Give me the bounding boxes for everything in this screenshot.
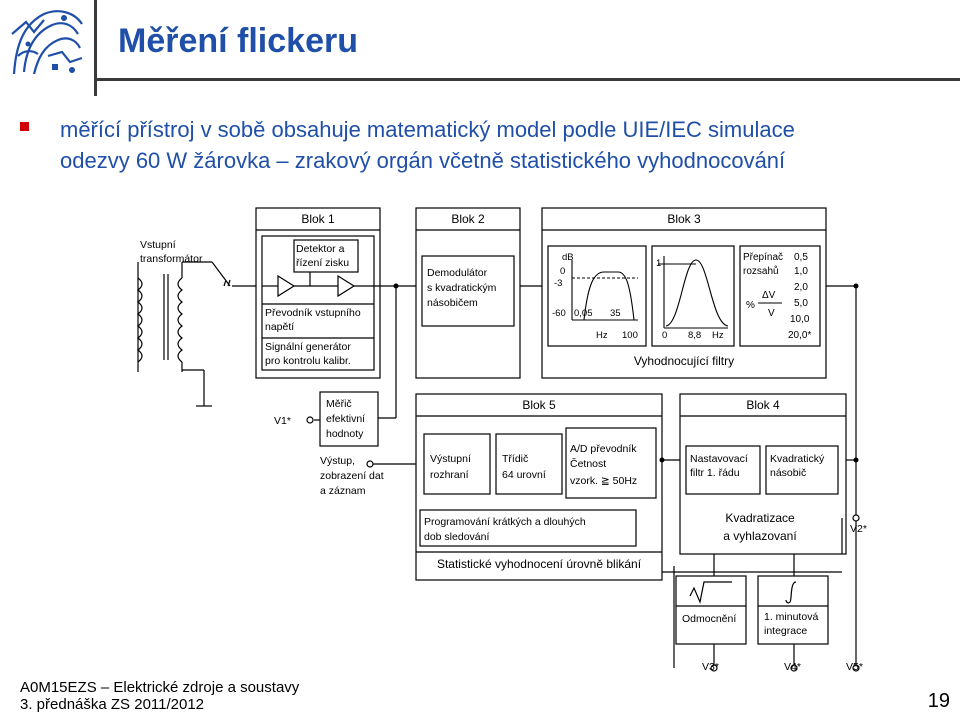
tune-filter-label-2: filtr 1. řádu — [690, 467, 740, 479]
blok5-label: Blok 5 — [522, 398, 556, 412]
rms-label-1: Měřič — [326, 398, 352, 410]
converter-label-1: Převodník vstupního — [265, 307, 361, 319]
footer-course: A0M15EZS – Elektrické zdroje a soustavy — [20, 679, 300, 696]
rms-label-2: efektivní — [326, 413, 365, 425]
v2-output: V2* — [850, 523, 867, 535]
range-val-6: 20,0* — [788, 330, 811, 341]
filter1-m3: -3 — [554, 278, 562, 289]
signal-gen-label-2: pro kontrolu kalibr. — [265, 355, 351, 367]
filter2-88: 8,8 — [688, 330, 701, 341]
rms-label-3: hodnoty — [326, 428, 364, 440]
demodulator-label-1: Demodulátor — [427, 267, 488, 279]
range-val-2: 1,0 — [794, 266, 808, 277]
quad-label-2: a vyhlazovaní — [723, 529, 797, 543]
range-v: V — [768, 308, 775, 319]
blok4-frame — [679, 393, 847, 555]
input-transformer-label-1: Vstupní — [140, 239, 176, 251]
range-pct: % — [746, 300, 755, 311]
adc-label-3: vzork. ≧ 50Hz — [570, 475, 637, 487]
adc-label-1: A/D převodník — [570, 443, 637, 455]
blok2-frame — [415, 207, 521, 379]
footer-lecture: 3. přednáška ZS 2011/2012 — [20, 696, 205, 713]
detector-label-1: Detektor a — [296, 243, 345, 255]
bullet-text-line1: měřící přístroj v sobě obsahuje matemati… — [60, 117, 795, 142]
blok2-label: Blok 2 — [451, 212, 485, 226]
range-val-5: 10,0 — [790, 314, 810, 325]
blok3-frame — [541, 207, 827, 379]
blok1-frame — [255, 207, 381, 379]
input-transformer — [137, 261, 256, 407]
prog-label-2: dob sledování — [424, 531, 489, 543]
filter1-db: dB — [562, 252, 574, 263]
blok4-label: Blok 4 — [746, 398, 780, 412]
adc-label-2: Četnost — [570, 457, 606, 470]
filter2-hz: Hz — [712, 330, 724, 341]
range-val-3: 2,0 — [794, 282, 808, 293]
integration-label-1: 1. minutová — [764, 611, 818, 623]
filter1-100: 100 — [622, 330, 638, 341]
sqrt-label: Odmocnění — [682, 613, 736, 625]
blok5-frame — [415, 393, 663, 581]
range-val-1: 0,5 — [794, 252, 808, 263]
slide-title: Měření flickeru — [118, 22, 358, 60]
sqrt-box — [675, 575, 747, 645]
filter1-hz: Hz — [596, 330, 608, 341]
quad-label-1: Kvadratizace — [725, 511, 795, 525]
bullet-marker — [20, 122, 29, 131]
sorter-label-2: 64 urovní — [502, 469, 546, 481]
quad-mult-label-1: Kvadratický — [770, 453, 825, 465]
flickermeter-block-diagram: Blok 1 Blok 2 Blok 3 Blok 5 Blok 4 Vstup… — [137, 207, 867, 673]
eval-filters-label: Vyhodnocující filtry — [634, 354, 734, 368]
v3-output: V3* — [702, 661, 719, 673]
filter2-0: 0 — [662, 330, 667, 341]
v1-output: V1* — [274, 415, 291, 427]
output-label-3: a záznam — [320, 485, 366, 497]
filter1-m60: -60 — [552, 308, 566, 319]
filter2-1: 1 — [656, 258, 661, 269]
range-switch-label-1: Přepínač — [743, 252, 783, 263]
header-vertical-rule — [94, 0, 97, 96]
footer: A0M15EZS – Elektrické zdroje a soustavy … — [20, 679, 299, 713]
signal-gen-label-1: Signální generátor — [265, 341, 351, 353]
filter2-plot — [658, 256, 729, 329]
header-horizontal-rule — [94, 78, 960, 81]
demodulator-label-2: s kvadratickým — [427, 282, 497, 294]
university-logo — [4, 4, 90, 82]
rms-meter-box — [319, 391, 379, 447]
bullet-text-line2: odezvy 60 W žárovka – zrakový orgán včet… — [60, 148, 786, 173]
input-transformer-label-2: transformátor — [140, 253, 203, 265]
v5-output: V5* — [846, 661, 863, 673]
blok1-label: Blok 1 — [301, 212, 335, 226]
output-label-2: zobrazení dat — [320, 470, 384, 482]
sorter-label-1: Třídič — [502, 453, 528, 465]
integration-box — [757, 575, 829, 645]
filter1-35: 35 — [610, 308, 621, 319]
v4-output: V4* — [784, 661, 801, 673]
bullet-text: měřící přístroj v sobě obsahuje matemati… — [60, 114, 940, 176]
range-val-4: 5,0 — [794, 298, 808, 309]
prog-label-1: Programování krátkých a dlouhých — [424, 516, 586, 528]
out-iface-label-2: rozhraní — [430, 469, 469, 481]
range-dv: ΔV — [762, 290, 776, 301]
integration-label-2: integrace — [764, 625, 807, 637]
filter1-0: 0 — [560, 266, 565, 277]
range-switch-label-2: rozsahů — [743, 265, 779, 277]
converter-label-2: napětí — [265, 321, 294, 333]
tune-filter-label-1: Nastavovací — [690, 453, 748, 465]
out-iface-label-1: Výstupní — [430, 453, 471, 465]
demodulator-label-3: násobičem — [427, 297, 478, 309]
filter1-005: 0,05 — [574, 308, 593, 319]
blok3-label: Blok 3 — [667, 212, 701, 226]
stat-eval-label: Statistické vyhodnocení úrovně blikání — [437, 557, 642, 571]
output-label-1: Výstup, — [320, 455, 355, 467]
filter1-plot — [571, 260, 638, 321]
page-number: 19 — [927, 690, 950, 712]
quad-mult-label-2: násobič — [770, 467, 806, 479]
detector-label-2: řízení zisku — [296, 257, 349, 269]
